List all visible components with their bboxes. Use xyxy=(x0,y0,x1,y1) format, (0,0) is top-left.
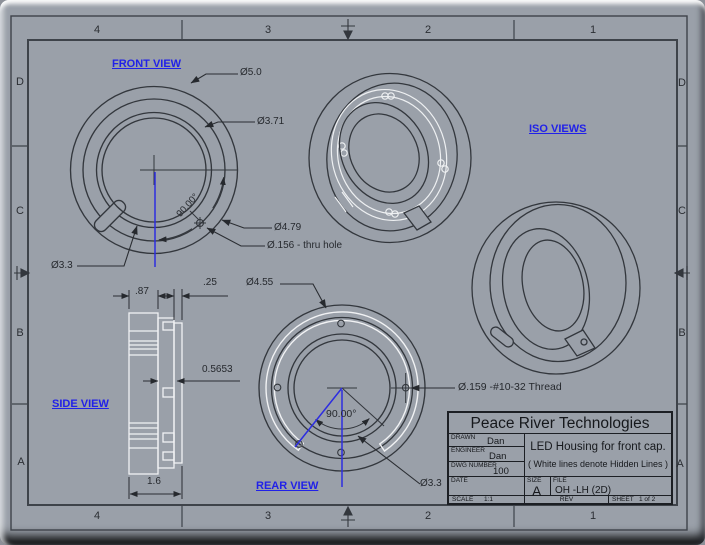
title-block-engineer: ENGINEER Dan xyxy=(449,447,525,462)
zone-left-b: B xyxy=(16,327,24,339)
rear-view-leaders xyxy=(280,283,455,485)
dwg-number-label: DWG NUMBER xyxy=(451,462,497,469)
front-view-leaders xyxy=(77,73,272,267)
zone-right-b: B xyxy=(678,327,686,339)
side-view-dimensions xyxy=(113,289,240,499)
zone-right-a: A xyxy=(676,458,684,470)
file-label: FILE xyxy=(553,477,567,484)
title-block-drawn: DRAWN Dan xyxy=(449,434,525,447)
date-label: DATE xyxy=(451,477,468,484)
zone-left-d: D xyxy=(16,76,24,88)
centering-marks xyxy=(14,19,690,527)
title-block-size: SIZE A xyxy=(525,477,551,499)
side-dim-25: .25 xyxy=(203,277,217,288)
dwg-number-value: 100 xyxy=(493,466,509,477)
front-dim-thru-hole: Ø.156 - thru hole xyxy=(267,240,343,251)
size-label: SIZE xyxy=(527,477,542,484)
side-view-linework xyxy=(113,289,240,499)
front-dim-33: Ø3.3 xyxy=(51,260,73,271)
zone-left-a: A xyxy=(17,456,25,468)
iso-views-label: ISO VIEWS xyxy=(529,123,587,135)
engineer-value: Dan xyxy=(489,451,507,462)
rear-dim-thread: Ø.159 -#10-32 Thread xyxy=(458,381,562,393)
description-text: LED Housing for front cap. xyxy=(530,441,666,453)
zone-right-c: C xyxy=(678,205,686,217)
iso-top-linework xyxy=(308,72,472,244)
side-dim-5653: 0.5653 xyxy=(202,364,233,375)
sheet-label: SHEET xyxy=(612,496,634,503)
title-block-scale: SCALE 1:1 xyxy=(449,496,525,503)
title-block-dwg-number: DWG NUMBER 100 xyxy=(449,462,525,477)
drawn-value: Dan xyxy=(487,436,505,447)
iso-bottom-linework xyxy=(471,201,641,375)
side-dim-87: .87 xyxy=(135,286,149,297)
sheet-value: 1 of 2 xyxy=(639,496,656,503)
title-block-company: Peace River Technologies xyxy=(449,413,671,434)
drawn-label: DRAWN xyxy=(451,434,476,441)
title-block-sheet: SHEET 1 of 2 xyxy=(609,496,671,503)
title-block-rev: REV xyxy=(525,496,609,503)
rear-dim-33: Ø3.3 xyxy=(420,478,442,489)
scale-value: 1:1 xyxy=(484,496,494,503)
title-block-file: FILE OH -LH (2D) xyxy=(551,477,671,496)
zone-bottom-2: 2 xyxy=(424,510,432,522)
side-dim-16: 1.6 xyxy=(147,476,161,487)
zone-bottom-3: 3 xyxy=(264,510,272,522)
zone-bottom-4: 4 xyxy=(93,510,101,522)
front-dim-371: Ø3.71 xyxy=(257,116,285,127)
zone-left-c: C xyxy=(16,205,24,217)
front-view-label: FRONT VIEW xyxy=(112,58,182,70)
hidden-lines-note: ( White lines denote Hidden Lines ) xyxy=(527,459,669,469)
rear-view-label: REAR VIEW xyxy=(256,480,319,492)
side-view-label: SIDE VIEW xyxy=(52,398,109,410)
scale-label: SCALE xyxy=(452,496,474,503)
zone-top-2: 2 xyxy=(424,24,432,36)
title-block-date: DATE xyxy=(449,477,525,496)
title-block-description: LED Housing for front cap. ( White lines… xyxy=(525,434,671,477)
zone-top-4: 4 xyxy=(93,24,101,36)
size-value: A xyxy=(532,483,542,499)
title-block: Peace River Technologies DRAWN Dan ENGIN… xyxy=(447,411,673,505)
zone-top-3: 3 xyxy=(264,24,272,36)
file-value: OH -LH (2D) xyxy=(555,485,612,496)
rear-view-linework xyxy=(258,283,455,487)
zone-right-d: D xyxy=(678,77,686,89)
front-view-linework xyxy=(69,73,272,267)
zone-top-1: 1 xyxy=(589,24,597,36)
zone-bottom-1: 1 xyxy=(589,510,597,522)
rev-label: REV xyxy=(559,496,574,503)
front-dim-outer-diameter: Ø5.0 xyxy=(240,67,262,78)
rear-dim-angle: 90.00° xyxy=(326,408,357,420)
engineer-label: ENGINEER xyxy=(451,447,485,454)
front-dim-479: Ø4.79 xyxy=(274,222,302,233)
rear-dim-455: Ø4.55 xyxy=(246,277,274,288)
